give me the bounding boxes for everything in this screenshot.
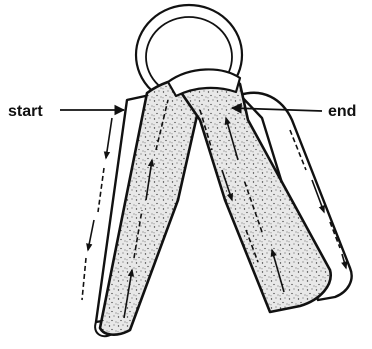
start-label: start (8, 103, 43, 120)
end-label: end (328, 103, 356, 120)
start-annotation: start (8, 103, 124, 120)
